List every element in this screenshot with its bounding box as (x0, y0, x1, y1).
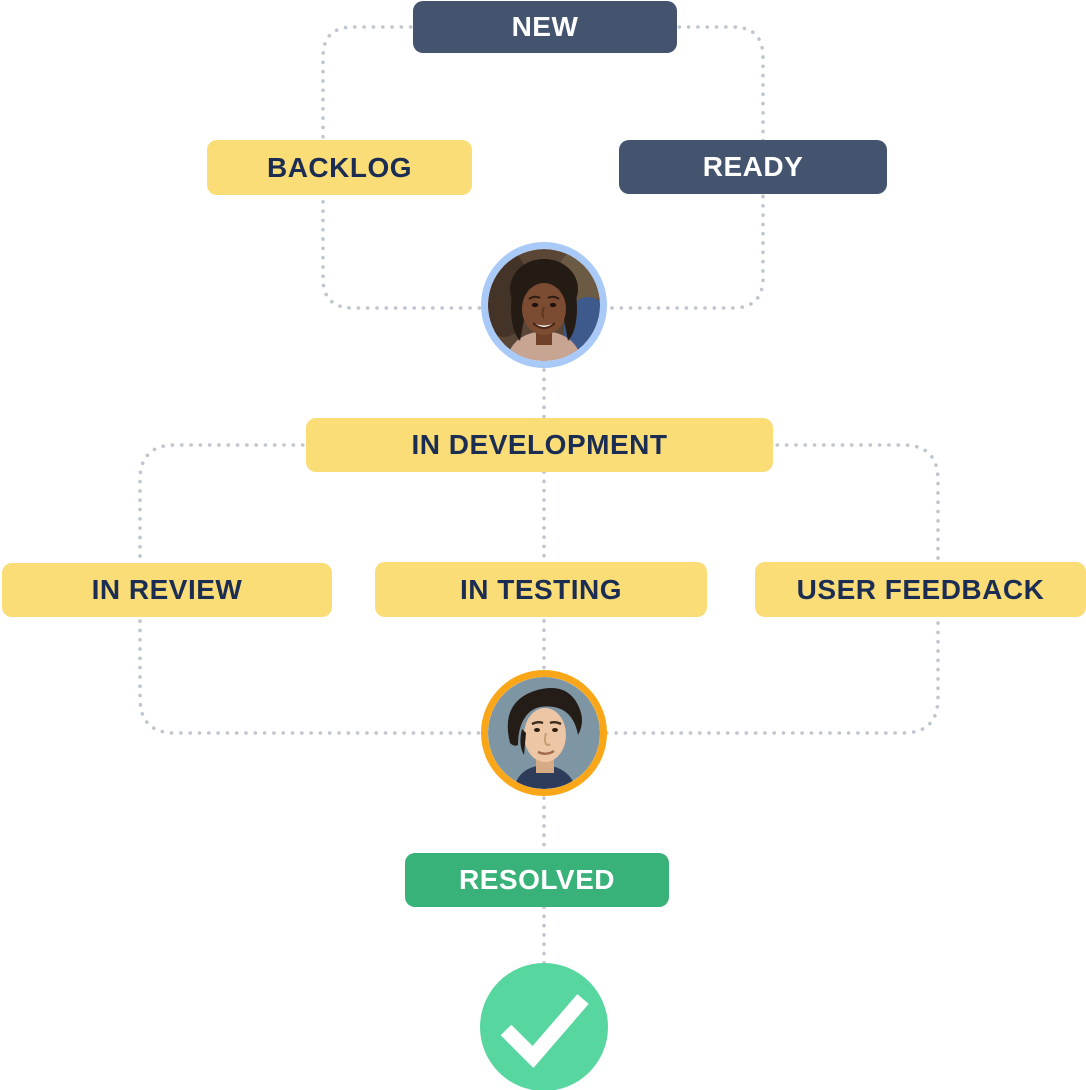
avatar-woman-photo (488, 249, 600, 361)
status-node-in-development: IN DEVELOPMENT (306, 418, 773, 472)
status-label: IN REVIEW (91, 574, 243, 605)
avatar-man-photo (488, 677, 600, 789)
status-node-in-review: IN REVIEW (2, 563, 332, 617)
avatar-assignee-1 (481, 242, 607, 368)
status-label: IN DEVELOPMENT (411, 429, 668, 460)
avatar-assignee-2 (481, 670, 607, 796)
status-node-backlog: BACKLOG (207, 140, 472, 195)
status-label: USER FEEDBACK (796, 573, 1045, 605)
connector-indev-inreview-avatar2 (138, 443, 546, 735)
status-node-user-feedback: USER FEEDBACK (755, 562, 1086, 617)
done-checkmark-icon (480, 963, 608, 1090)
status-label: IN TESTING (459, 573, 623, 605)
checkmark-icon (480, 963, 608, 1090)
status-node-in-testing: IN TESTING (375, 562, 707, 617)
status-node-resolved: RESOLVED (405, 853, 669, 907)
status-label: NEW (511, 11, 579, 42)
status-label: RESOLVED (459, 864, 615, 895)
status-label: BACKLOG (266, 151, 413, 183)
status-label: READY (702, 151, 804, 182)
connector-indev-userfeedback-avatar2 (542, 443, 940, 735)
status-node-new: NEW (413, 1, 677, 53)
status-node-ready: READY (619, 140, 887, 194)
connector-new-backlog-avatar1 (321, 25, 546, 310)
